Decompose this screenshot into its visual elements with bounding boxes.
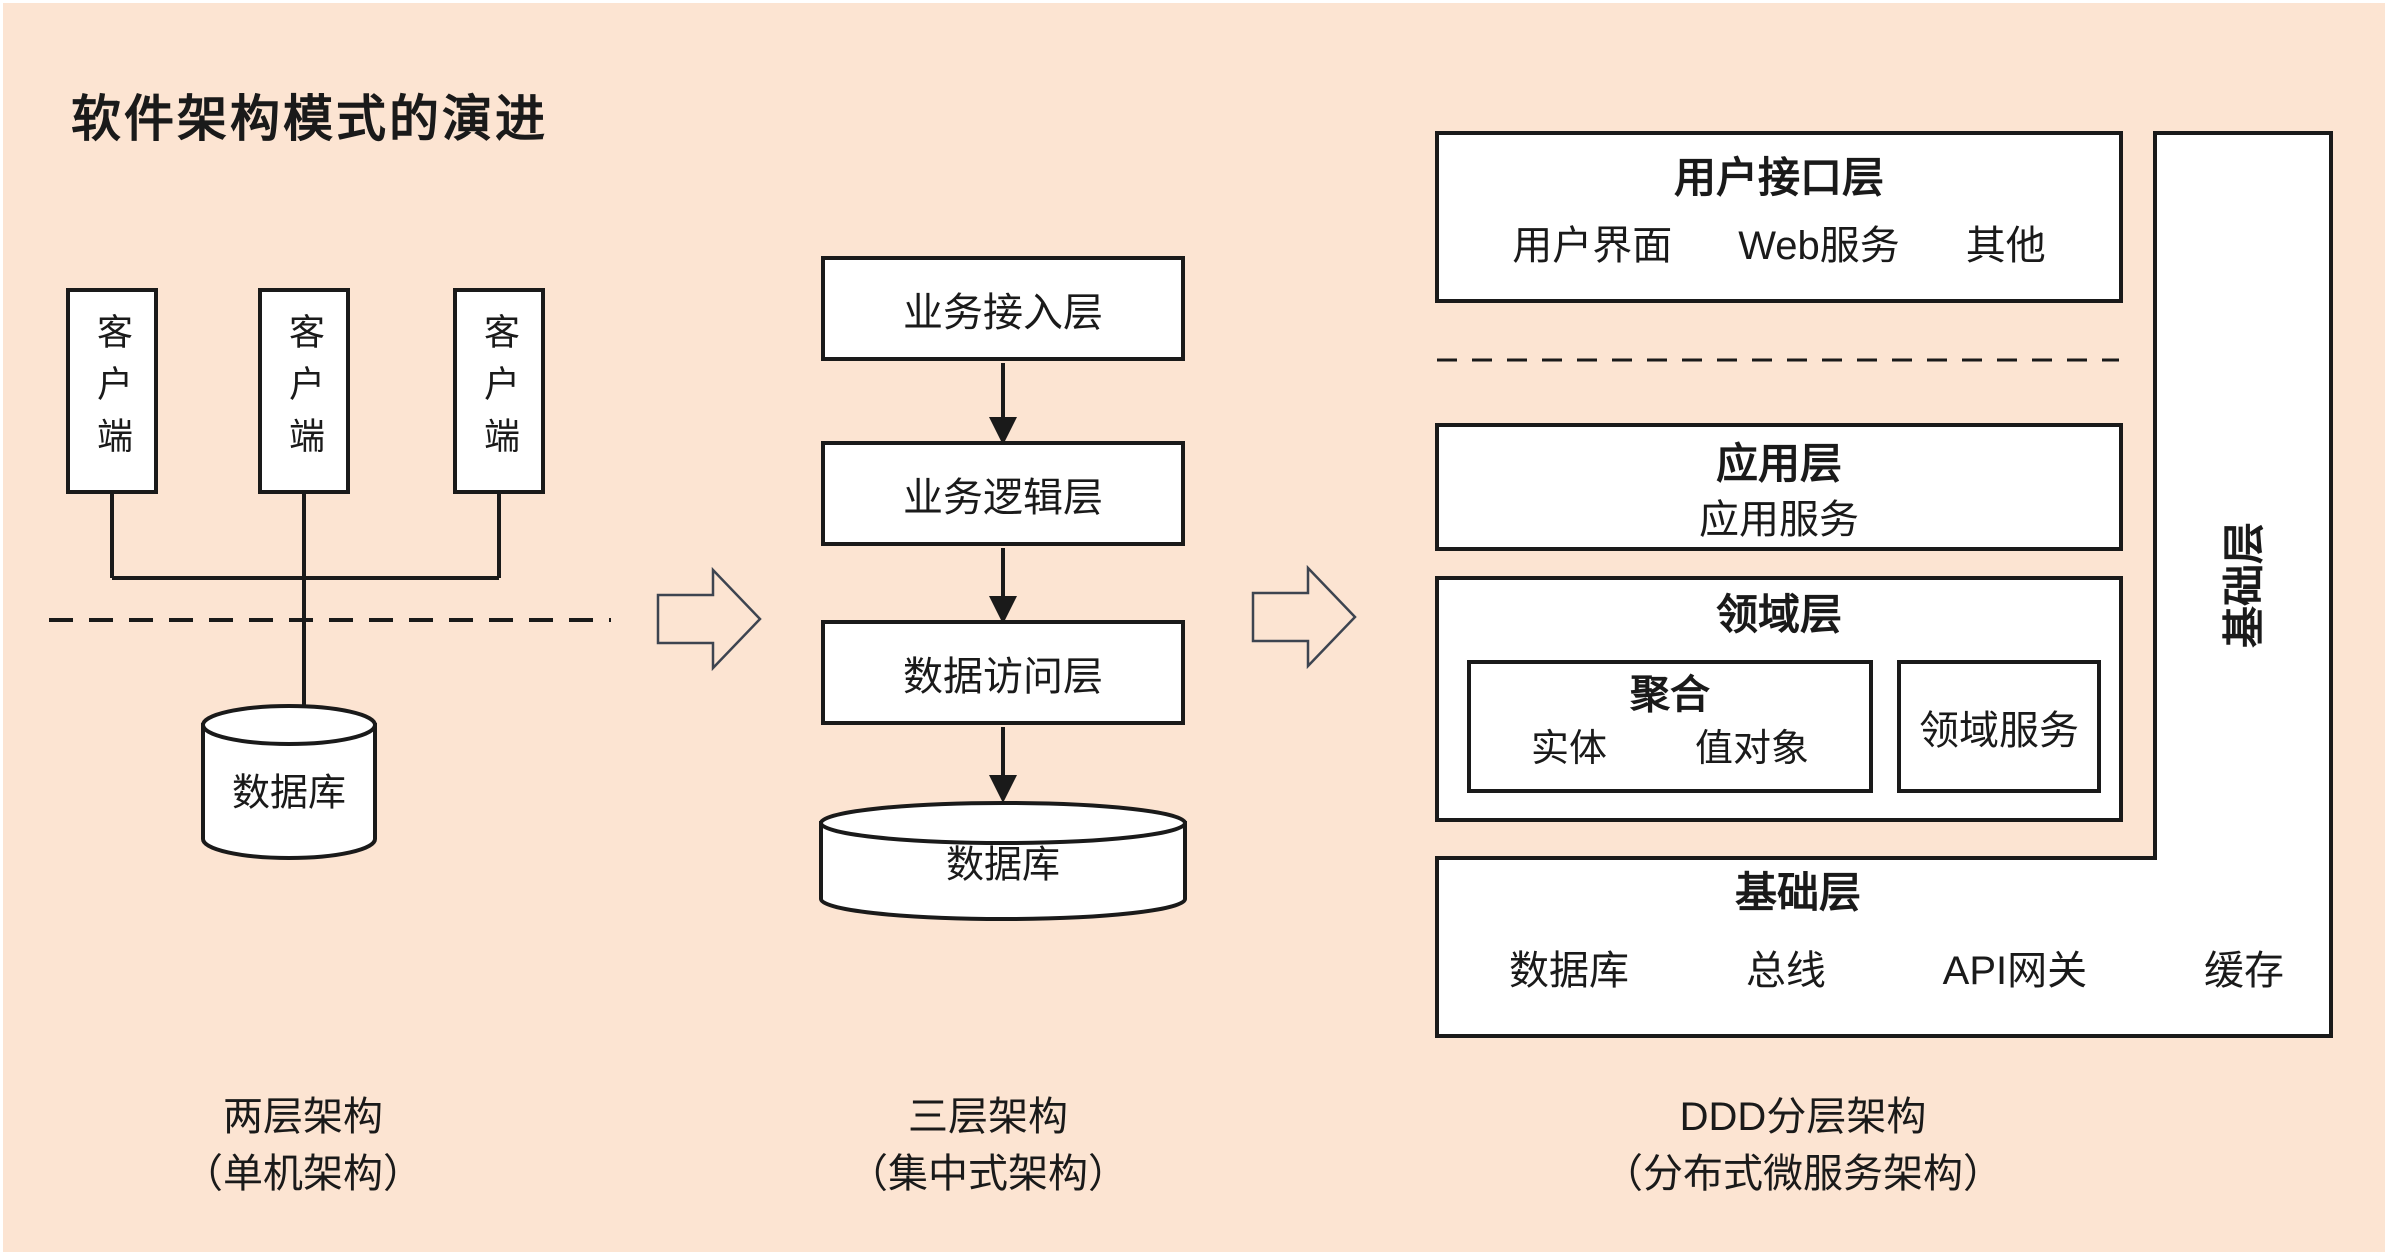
infra-item-cache: 缓存 [2203,949,2284,993]
aggregate-title: 聚合 [1630,673,1710,717]
client-label: 客户端 [479,313,520,469]
middle-flow-arrows [989,363,1017,803]
application-layer-title: 应用层 [1715,440,1842,487]
domain-service-box: 领域服务 [1897,660,2101,793]
client-label: 客户端 [92,313,133,469]
layer-label: 业务逻辑层 [903,475,1103,520]
caption-line-2: （集中式架构） [848,1152,1128,1196]
layer-label: 数据访问层 [903,654,1103,699]
layer-box-access: 业务接入层 [821,256,1185,361]
application-layer-items: 应用服务 [1439,497,2119,543]
infrastructure-layer-items: 数据库 总线 API网关 缓存 [1509,948,2284,994]
domain-service-label: 领域服务 [1919,708,2079,753]
left-database-label: 数据库 [231,772,347,815]
caption-ddd: DDD分层架构 （分布式微服务架构） [1503,1089,2103,1203]
app-item-service: 应用服务 [1699,498,1859,542]
ui-item-web-service: Web服务 [1738,224,1900,268]
middle-database-label: 数据库 [945,844,1061,887]
layer-box-logic: 业务逻辑层 [821,441,1185,546]
client-box-1: 客户端 [66,288,158,494]
ui-item-user-interface: 用户界面 [1512,224,1673,268]
aggregate-item-value-object: 值对象 [1694,728,1809,770]
caption-line-1: 两层架构 [223,1095,383,1139]
evolution-arrow-2 [1251,564,1357,670]
aggregate-items: 实体 值对象 [1531,726,1809,772]
caption-line-1: DDD分层架构 [1679,1095,1927,1139]
infrastructure-strip-label: 基础层 [2220,521,2268,648]
caption-two-tier: 两层架构 （单机架构） [53,1089,553,1203]
aggregate-box: 聚合 实体 值对象 [1467,660,1873,793]
caption-line-2: （单机架构） [183,1152,423,1196]
client-box-3: 客户端 [453,288,545,494]
layer-label: 业务接入层 [903,290,1103,335]
infra-item-api-gateway: API网关 [1942,949,2088,993]
application-layer-box: 应用层 应用服务 [1435,423,2123,551]
ui-layer-title: 用户接口层 [1673,154,1884,201]
ui-layer-items: 用户界面 Web服务 其他 [1439,223,2119,269]
client-label: 客户端 [284,313,325,469]
diagram-canvas: 软件架构模式的演进 客户端 客户端 客户端 数据库 业务接入层 业务逻辑层 数据… [3,3,2385,1252]
ui-layer-box: 用户接口层 用户界面 Web服务 其他 [1435,131,2123,303]
ui-item-other: 其他 [1965,224,2046,268]
domain-layer-title: 领域层 [1715,591,1842,638]
infrastructure-layer-title: 基础层 [1734,869,1861,916]
aggregate-item-entity: 实体 [1531,728,1608,770]
evolution-arrow-1 [656,566,762,672]
infra-item-database: 数据库 [1509,949,1629,993]
infrastructure-layer-box: 基础层 数据库 总线 API网关 缓存 [1435,856,2333,1038]
layer-box-data-access: 数据访问层 [821,620,1185,725]
page-title: 软件架构模式的演进 [71,91,548,147]
infra-item-bus: 总线 [1745,949,1826,993]
caption-line-2: （分布式微服务架构） [1603,1152,2003,1196]
caption-three-tier: 三层架构 （集中式架构） [738,1089,1238,1203]
client-connector-lines [110,492,501,707]
client-box-2: 客户端 [258,288,350,494]
caption-line-1: 三层架构 [908,1095,1068,1139]
